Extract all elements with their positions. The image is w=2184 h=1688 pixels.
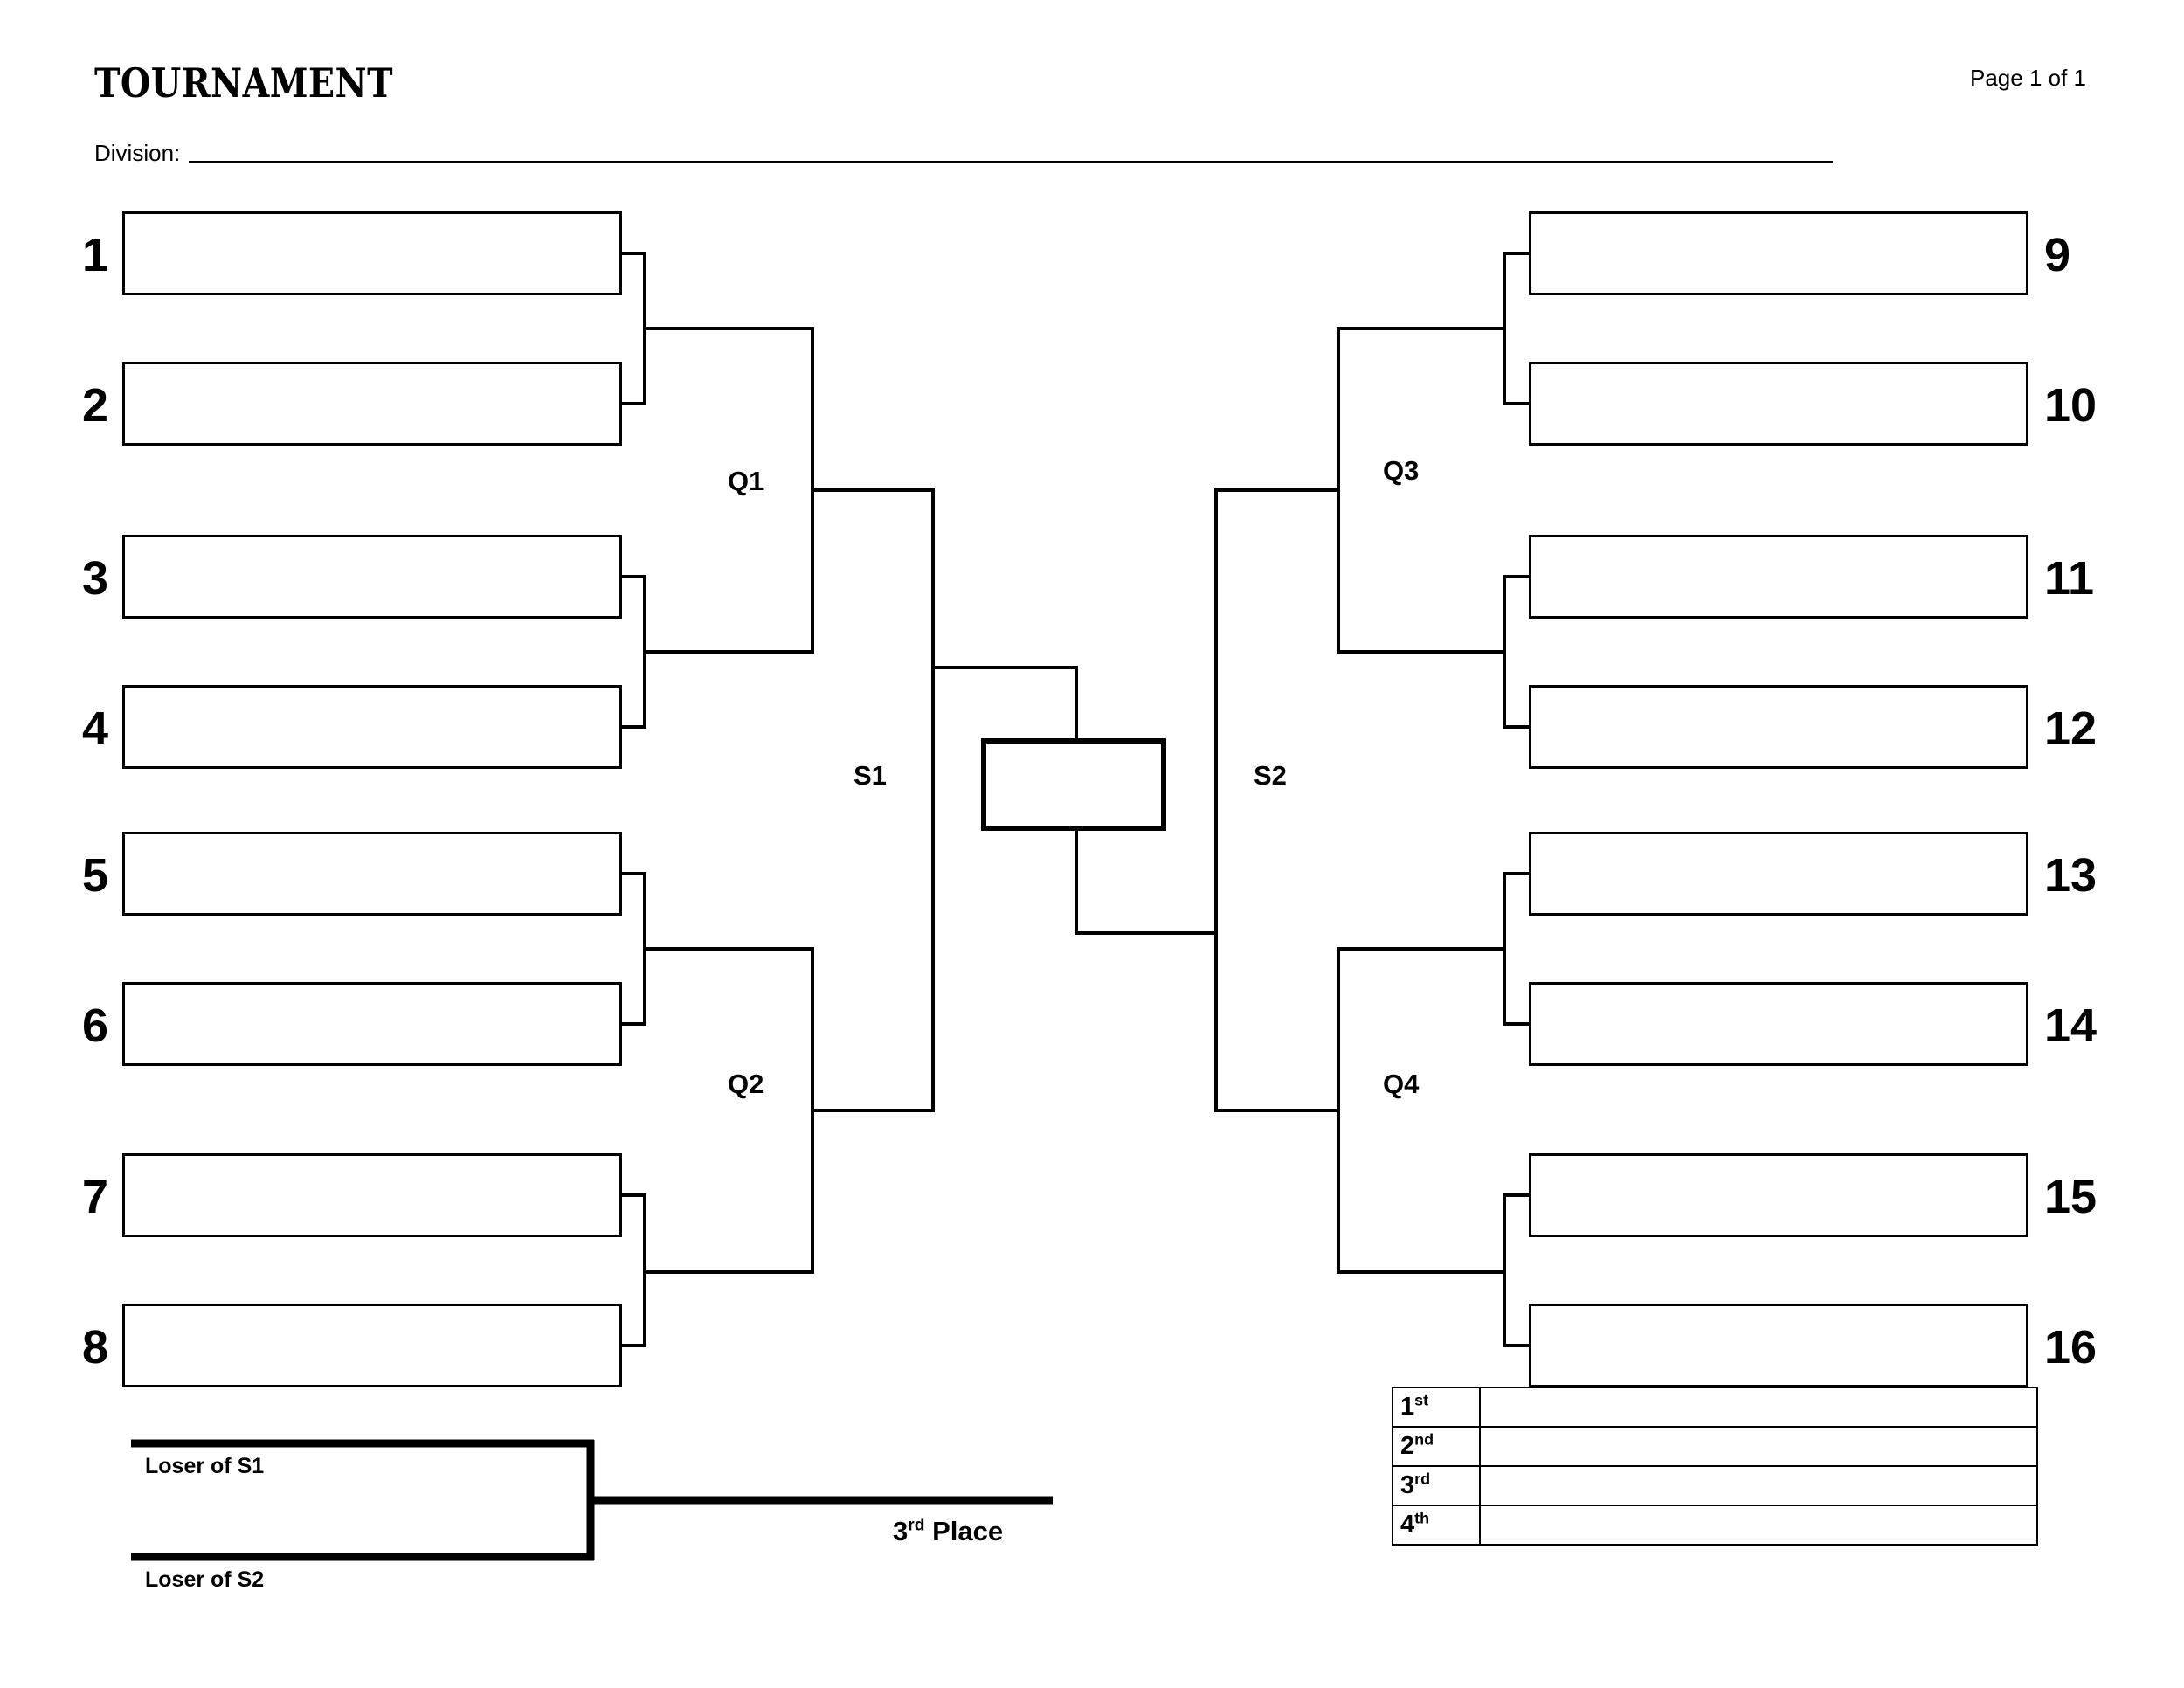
placement-rank-3-suffix: rd [1414,1470,1431,1488]
placement-value-1[interactable] [1479,1387,2038,1428]
division-row: Division: [94,140,1833,167]
placement-table-body: 1st 2nd 3rd 4th [1392,1387,2038,1546]
division-input-line[interactable] [189,161,1833,163]
round-label-s2: S2 [1254,760,1287,791]
placement-rank-2-num: 2 [1400,1432,1415,1460]
seed-number-15: 15 [2044,1171,2098,1223]
slot-right-10[interactable] [1529,362,2028,446]
placement-row-2: 2nd [1392,1426,2038,1467]
seed-number-11: 11 [2044,552,2095,605]
third-place-word: Place [932,1516,1004,1546]
page-indicator: Page 1 of 1 [1970,65,2086,91]
connector-seed-13-14 [1503,872,1531,1026]
champion-box[interactable] [981,738,1166,831]
seed-number-13: 13 [2044,849,2098,902]
connector-q3 [1337,327,1506,654]
connector-seed-7-8 [620,1193,646,1347]
connector-q4 [1337,947,1506,1274]
seed-number-9: 9 [2044,229,2071,281]
placement-rank-4-num: 4 [1400,1511,1415,1539]
connector-seed-15-16 [1503,1193,1531,1347]
seed-number-6: 6 [81,1000,108,1052]
connector-s1 [811,488,935,1112]
slot-left-8[interactable] [122,1304,622,1387]
placement-rank-4: 4th [1392,1505,1481,1546]
third-place-label: 3rd Place [893,1516,1003,1547]
connector-seed-3-4 [620,575,646,729]
slot-left-2[interactable] [122,362,622,446]
round-label-q3: Q3 [1383,455,1420,486]
seed-number-7: 7 [81,1171,108,1223]
consolation-loser-s1-label: Loser of S1 [145,1454,265,1478]
connector-s2 [1214,488,1340,1112]
connector-seed-1-2 [620,252,646,405]
page-title: TOURNAMENT [94,59,393,107]
placement-rank-3-num: 3 [1400,1471,1415,1499]
seed-number-10: 10 [2044,379,2098,432]
seed-number-5: 5 [81,849,108,902]
slot-left-5[interactable] [122,832,622,916]
seed-number-16: 16 [2044,1321,2098,1373]
placement-rank-1: 1st [1392,1387,1481,1428]
slot-left-6[interactable] [122,982,622,1066]
seed-number-2: 2 [81,379,108,432]
placement-value-2[interactable] [1479,1426,2038,1467]
slot-right-13[interactable] [1529,832,2028,916]
connector-seed-5-6 [620,872,646,1026]
slot-left-3[interactable] [122,535,622,619]
placement-rank-2-suffix: nd [1414,1430,1434,1449]
slot-right-16[interactable] [1529,1304,2028,1387]
round-label-q1: Q1 [728,466,764,496]
slot-left-7[interactable] [122,1153,622,1237]
seed-number-12: 12 [2044,702,2098,755]
round-label-q4: Q4 [1383,1069,1420,1099]
placement-table: 1st 2nd 3rd 4th [1392,1387,2038,1546]
slot-right-15[interactable] [1529,1153,2028,1237]
placement-row-1: 1st [1392,1387,2038,1428]
placement-value-3[interactable] [1479,1465,2038,1506]
slot-right-12[interactable] [1529,685,2028,769]
placement-rank-1-num: 1 [1400,1393,1415,1421]
slot-right-9[interactable] [1529,211,2028,295]
placement-rank-2: 2nd [1392,1426,1481,1467]
consolation-loser-s2-label: Loser of S2 [145,1567,265,1592]
connector-seed-11-12 [1503,575,1531,729]
slot-left-4[interactable] [122,685,622,769]
placement-rank-1-suffix: st [1414,1391,1429,1409]
placement-row-3: 3rd [1392,1465,2038,1506]
placement-row-4: 4th [1392,1505,2038,1546]
third-place-rank: 3rd [893,1516,925,1546]
slot-left-1[interactable] [122,211,622,295]
seed-number-8: 8 [81,1321,108,1373]
seed-number-1: 1 [81,229,108,281]
placement-rank-3: 3rd [1392,1465,1481,1506]
round-label-s1: S1 [854,760,887,791]
division-label: Division: [94,140,181,166]
connector-s2-to-final [1075,829,1218,935]
connector-seed-9-10 [1503,252,1531,405]
slot-right-11[interactable] [1529,535,2028,619]
connector-s1-to-final [931,666,1078,740]
connector-q2 [643,947,814,1274]
round-label-q2: Q2 [728,1069,764,1099]
placement-value-4[interactable] [1479,1505,2038,1546]
seed-number-4: 4 [81,702,108,755]
seed-number-3: 3 [81,552,108,605]
seed-number-14: 14 [2044,1000,2098,1052]
slot-right-14[interactable] [1529,982,2028,1066]
placement-rank-4-suffix: th [1414,1509,1430,1527]
